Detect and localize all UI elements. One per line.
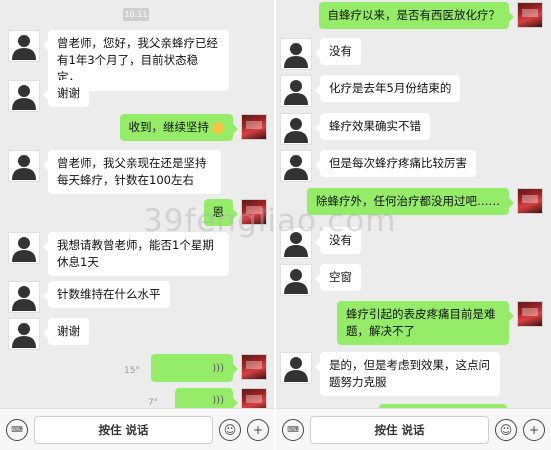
self-avatar[interactable] bbox=[241, 354, 267, 380]
message-row: 没有 bbox=[280, 227, 361, 259]
plus-icon[interactable]: + bbox=[247, 418, 269, 441]
contact-avatar[interactable] bbox=[280, 38, 312, 70]
user-silhouette-icon bbox=[284, 155, 308, 180]
right-chat-screenshot: 自蜂疗以来，是否有西医放化疗？ 没有 化疗是去年5月份结束的 蜂疗效果确实不错 … bbox=[276, 0, 551, 450]
contact-avatar[interactable] bbox=[8, 80, 40, 112]
message-row: 针数维持在什么水平 bbox=[8, 281, 170, 313]
outgoing-bubble[interactable]: 蜂疗引起的表皮疼痛目前是难题，解决不了 bbox=[337, 301, 514, 345]
message-row: 我想请教曾老师，能否1个星期休息1天 bbox=[8, 232, 229, 276]
panel-divider bbox=[274, 0, 277, 450]
message-row: 恩 bbox=[203, 199, 267, 226]
self-avatar[interactable] bbox=[241, 114, 267, 140]
self-avatar[interactable] bbox=[517, 301, 543, 327]
message-row: 空窗 bbox=[280, 264, 361, 296]
user-silhouette-icon bbox=[284, 118, 308, 143]
voice-duration: 7" bbox=[148, 398, 158, 408]
contact-avatar[interactable] bbox=[280, 113, 312, 145]
incoming-bubble[interactable]: 空窗 bbox=[315, 264, 361, 291]
contact-avatar[interactable] bbox=[8, 318, 40, 350]
self-avatar[interactable] bbox=[517, 188, 543, 214]
message-row: 但是每次蜂疗疼痛比较厉害 bbox=[280, 150, 476, 182]
user-silhouette-icon bbox=[284, 269, 308, 294]
incoming-bubble[interactable]: 蜂疗效果确实不错 bbox=[315, 113, 430, 140]
incoming-bubble[interactable]: 谢谢 bbox=[43, 80, 89, 107]
user-silhouette-icon bbox=[12, 286, 36, 311]
message-row: 是的，但是考虑到效果，这点问题努力克服 bbox=[280, 352, 500, 396]
keyboard-icon[interactable]: ⌨ bbox=[6, 418, 28, 441]
incoming-bubble[interactable]: 没有 bbox=[315, 38, 361, 65]
message-row: 自蜂疗以来，是否有西医放化疗？ bbox=[318, 2, 543, 29]
keyboard-icon[interactable]: ⌨ bbox=[282, 418, 304, 441]
contact-avatar[interactable] bbox=[280, 352, 312, 384]
voice-wave-icon: ))) bbox=[212, 362, 224, 374]
user-silhouette-icon bbox=[12, 35, 36, 60]
message-text: 收到，继续坚持 bbox=[128, 120, 210, 134]
contact-avatar[interactable] bbox=[280, 150, 312, 182]
message-row: 没有 bbox=[280, 38, 361, 70]
message-row: 蜂疗效果确实不错 bbox=[280, 113, 430, 145]
incoming-bubble[interactable]: 我想请教曾老师，能否1个星期休息1天 bbox=[43, 232, 229, 276]
outgoing-bubble[interactable]: 除蜂疗外，任何治疗都没用过吧…… bbox=[307, 188, 514, 215]
contact-avatar[interactable] bbox=[280, 227, 312, 259]
timestamp: 10:11 bbox=[123, 8, 149, 21]
voice-duration: 15" bbox=[124, 366, 140, 376]
outgoing-bubble[interactable]: 恩 bbox=[203, 199, 238, 226]
contact-avatar[interactable] bbox=[8, 150, 40, 182]
voice-wave-icon: ))) bbox=[212, 394, 224, 406]
outgoing-bubble[interactable]: 收到，继续坚持 bbox=[119, 114, 238, 141]
chat-input-bar: ⌨ 按住 说话 ☺ + bbox=[276, 408, 551, 450]
message-row: 收到，继续坚持 bbox=[119, 114, 267, 141]
message-row: 除蜂疗外，任何治疗都没用过吧…… bbox=[307, 188, 543, 215]
voice-message-row: ))) bbox=[151, 354, 267, 382]
emoji-icon[interactable]: ☺ bbox=[495, 418, 517, 441]
user-silhouette-icon bbox=[12, 155, 36, 180]
self-avatar[interactable] bbox=[517, 2, 543, 28]
user-silhouette-icon bbox=[12, 323, 36, 348]
user-silhouette-icon bbox=[284, 80, 308, 105]
message-row: 谢谢 bbox=[8, 80, 89, 112]
user-silhouette-icon bbox=[12, 237, 36, 262]
left-chat-screenshot: 10:11 曾老师，您好，我父亲蜂疗已经有1年3个月了，目前状态稳定， 谢谢 收… bbox=[0, 0, 275, 450]
incoming-bubble[interactable]: 谢谢 bbox=[43, 318, 89, 345]
outgoing-bubble[interactable]: 自蜂疗以来，是否有西医放化疗？ bbox=[318, 2, 514, 29]
incoming-bubble[interactable]: 是的，但是考虑到效果，这点问题努力克服 bbox=[315, 352, 500, 396]
contact-avatar[interactable] bbox=[280, 264, 312, 296]
incoming-bubble[interactable]: 曾老师，我父亲现在还是坚持每天蜂疗，针数在100左右 bbox=[43, 150, 221, 194]
incoming-bubble[interactable]: 针数维持在什么水平 bbox=[43, 281, 170, 308]
voice-bubble[interactable]: ))) bbox=[151, 354, 238, 382]
user-silhouette-icon bbox=[284, 357, 308, 382]
message-row: 谢谢 bbox=[8, 318, 89, 350]
hold-to-talk-button[interactable]: 按住 说话 bbox=[310, 415, 489, 444]
incoming-bubble[interactable]: 化疗是去年5月份结束的 bbox=[314, 75, 461, 102]
contact-avatar[interactable] bbox=[8, 232, 40, 264]
message-row: 化疗是去年5月份结束的 bbox=[280, 75, 461, 107]
contact-avatar[interactable] bbox=[8, 281, 40, 313]
hold-to-talk-button[interactable]: 按住 说话 bbox=[34, 415, 213, 444]
self-avatar[interactable] bbox=[241, 199, 267, 225]
contact-avatar[interactable] bbox=[8, 30, 40, 62]
user-silhouette-icon bbox=[284, 232, 308, 257]
message-row: 蜂疗引起的表皮疼痛目前是难题，解决不了 bbox=[337, 301, 543, 345]
emoji-icon[interactable]: ☺ bbox=[219, 418, 241, 441]
smile-emoji-icon bbox=[212, 121, 224, 134]
plus-icon[interactable]: + bbox=[523, 418, 545, 441]
incoming-bubble[interactable]: 但是每次蜂疗疼痛比较厉害 bbox=[315, 150, 476, 177]
contact-avatar[interactable] bbox=[280, 75, 312, 107]
user-silhouette-icon bbox=[12, 85, 36, 110]
incoming-bubble[interactable]: 没有 bbox=[315, 227, 361, 254]
message-row: 曾老师，我父亲现在还是坚持每天蜂疗，针数在100左右 bbox=[8, 150, 221, 194]
chat-input-bar: ⌨ 按住 说话 ☺ + bbox=[0, 408, 275, 450]
user-silhouette-icon bbox=[284, 43, 308, 68]
